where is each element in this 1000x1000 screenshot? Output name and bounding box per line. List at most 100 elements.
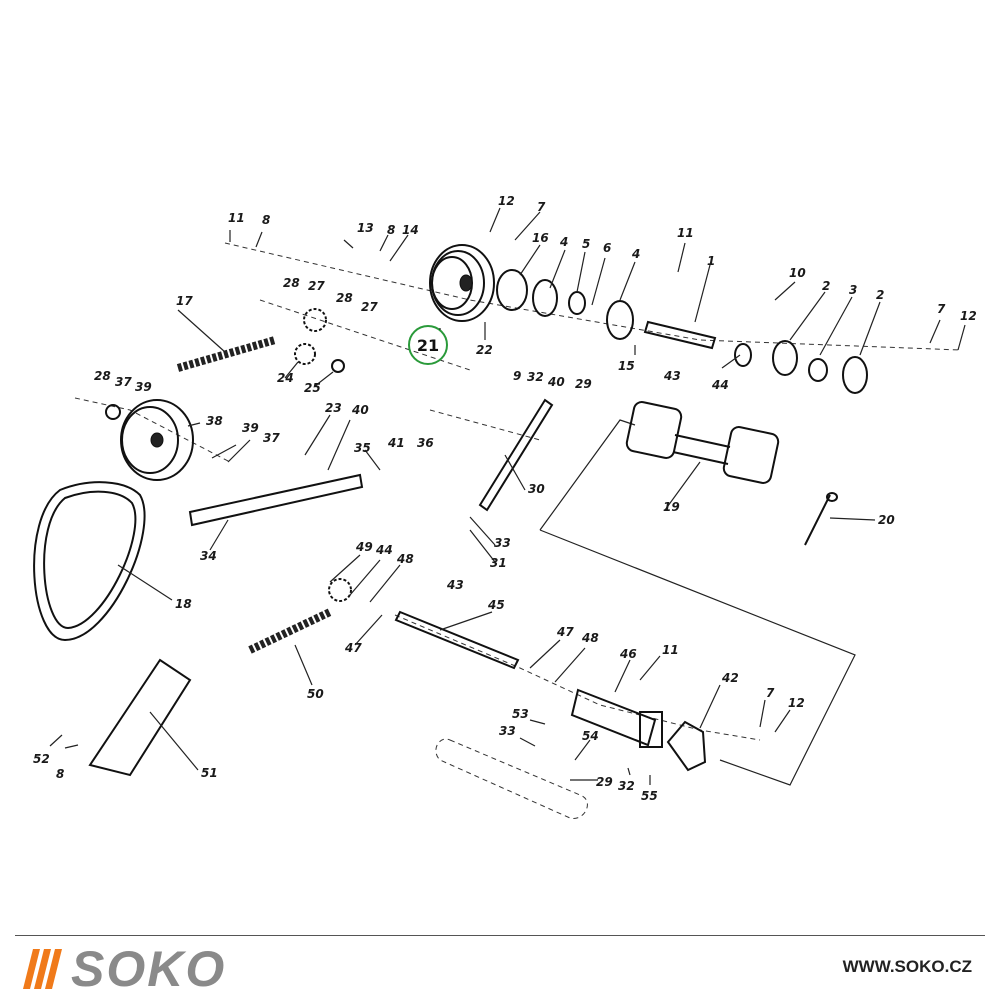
highlighted-part-21[interactable]: 21: [408, 325, 448, 365]
part-label: 8: [262, 213, 270, 227]
part-label: 3: [849, 283, 857, 297]
part-label: 11: [677, 226, 694, 240]
part-label: 19: [663, 500, 680, 514]
belt-18: [33, 481, 146, 642]
part-label: 17: [176, 294, 193, 308]
part-label: 39: [135, 380, 152, 394]
part-label: 48: [396, 552, 414, 566]
part-label: 32: [527, 370, 544, 384]
part-label: 44: [711, 378, 729, 392]
assembly-axes: [74, 242, 961, 741]
pin-20: [804, 492, 838, 546]
part-label: 12: [788, 696, 805, 710]
roller-19: [625, 401, 780, 484]
part-label: 40: [351, 403, 369, 417]
part-label: 11: [228, 211, 245, 225]
pulley-38: [120, 399, 194, 481]
part-label: 43: [663, 369, 681, 383]
shaft-45: [394, 610, 520, 670]
part-label: 29: [596, 775, 613, 789]
part-label: 51: [201, 766, 218, 780]
part-label: 10: [789, 266, 806, 280]
part-label: 7: [537, 200, 546, 214]
lower-roller: [435, 738, 588, 819]
part-label: 50: [307, 687, 324, 701]
bracket-51: [88, 658, 192, 777]
part-label: 6: [603, 241, 611, 255]
part-label: 53: [512, 707, 529, 721]
part-label: 29: [575, 377, 592, 391]
part-label: 18: [175, 597, 192, 611]
part-label: 2: [822, 279, 830, 293]
part-label: 41: [387, 436, 405, 450]
brand-name: SOKO: [71, 941, 227, 997]
part-label: 16: [532, 231, 549, 245]
part-label: 28: [283, 276, 300, 290]
part-label: 5: [582, 237, 590, 251]
part-label: 36: [417, 436, 434, 450]
part-label: 25: [304, 381, 321, 395]
part-label: 49: [355, 540, 373, 554]
part-label: 28: [94, 369, 111, 383]
part-label: 24: [277, 371, 294, 385]
part-label: 4: [631, 247, 640, 261]
part-label: 48: [581, 631, 599, 645]
part-label: 38: [206, 414, 223, 428]
part-label: 22: [476, 343, 493, 357]
part-label: 45: [487, 598, 505, 612]
part-label: 39: [242, 421, 259, 435]
part-label: 27: [361, 300, 378, 314]
part-label: 54: [582, 729, 599, 743]
part-label: 47: [556, 625, 574, 639]
part-label: 44: [375, 543, 393, 557]
part-label: 4: [559, 235, 568, 249]
footer-divider: [15, 935, 985, 936]
part-label: 34: [200, 549, 217, 563]
part-label: 20: [878, 513, 895, 527]
part-label: 46: [619, 647, 637, 661]
part-label: 12: [498, 194, 515, 208]
part-label: 27: [308, 279, 325, 293]
chains: [176, 336, 332, 654]
leader-lines: [49, 207, 966, 785]
part-label: 13: [357, 221, 374, 235]
flange-bearings: [496, 269, 868, 394]
footer: SOKO WWW.SOKO.CZ: [0, 935, 1000, 1000]
exploded-parts-diagram: 21 11 8 13: [33, 194, 977, 819]
part-label: 37: [115, 375, 132, 389]
part-label: 2: [876, 288, 884, 302]
part-label: 1: [707, 254, 715, 268]
part-label: 8: [387, 223, 395, 237]
part-label: 42: [721, 671, 739, 685]
part-label: 7: [766, 686, 775, 700]
part-label: 33: [499, 724, 516, 738]
brand-logo[interactable]: SOKO: [23, 941, 227, 997]
part-labels: 11 8 13 8 14 12 7 16 4 5 6 4 11 1 10 2 3…: [33, 194, 977, 803]
part-label: 8: [56, 767, 64, 781]
sprockets: [105, 308, 352, 602]
pulley-21: [429, 244, 495, 322]
part-label: 30: [528, 482, 545, 496]
part-label: 7: [937, 302, 946, 316]
shaft-1: [643, 320, 717, 350]
part-label: 31: [490, 556, 507, 570]
part-label: 32: [618, 779, 635, 793]
housing-46: [570, 688, 707, 772]
website-link[interactable]: WWW.SOKO.CZ: [842, 957, 972, 976]
part-label: 35: [354, 441, 371, 455]
part-label: 15: [618, 359, 635, 373]
part-label: 55: [641, 789, 658, 803]
part-label: 47: [344, 641, 362, 655]
part-label: 14: [402, 223, 419, 237]
part-label: 12: [960, 309, 977, 323]
part-label: 28: [336, 291, 353, 305]
part-label: 11: [662, 643, 679, 657]
tensioner-arms: [188, 398, 554, 527]
part-label: 40: [547, 375, 565, 389]
part-label: 37: [263, 431, 280, 445]
logo-stripes-icon: [23, 949, 62, 989]
part-label: 33: [494, 536, 511, 550]
part-label: 52: [33, 752, 50, 766]
part-label: 23: [325, 401, 342, 415]
part-label: 9: [513, 369, 521, 383]
